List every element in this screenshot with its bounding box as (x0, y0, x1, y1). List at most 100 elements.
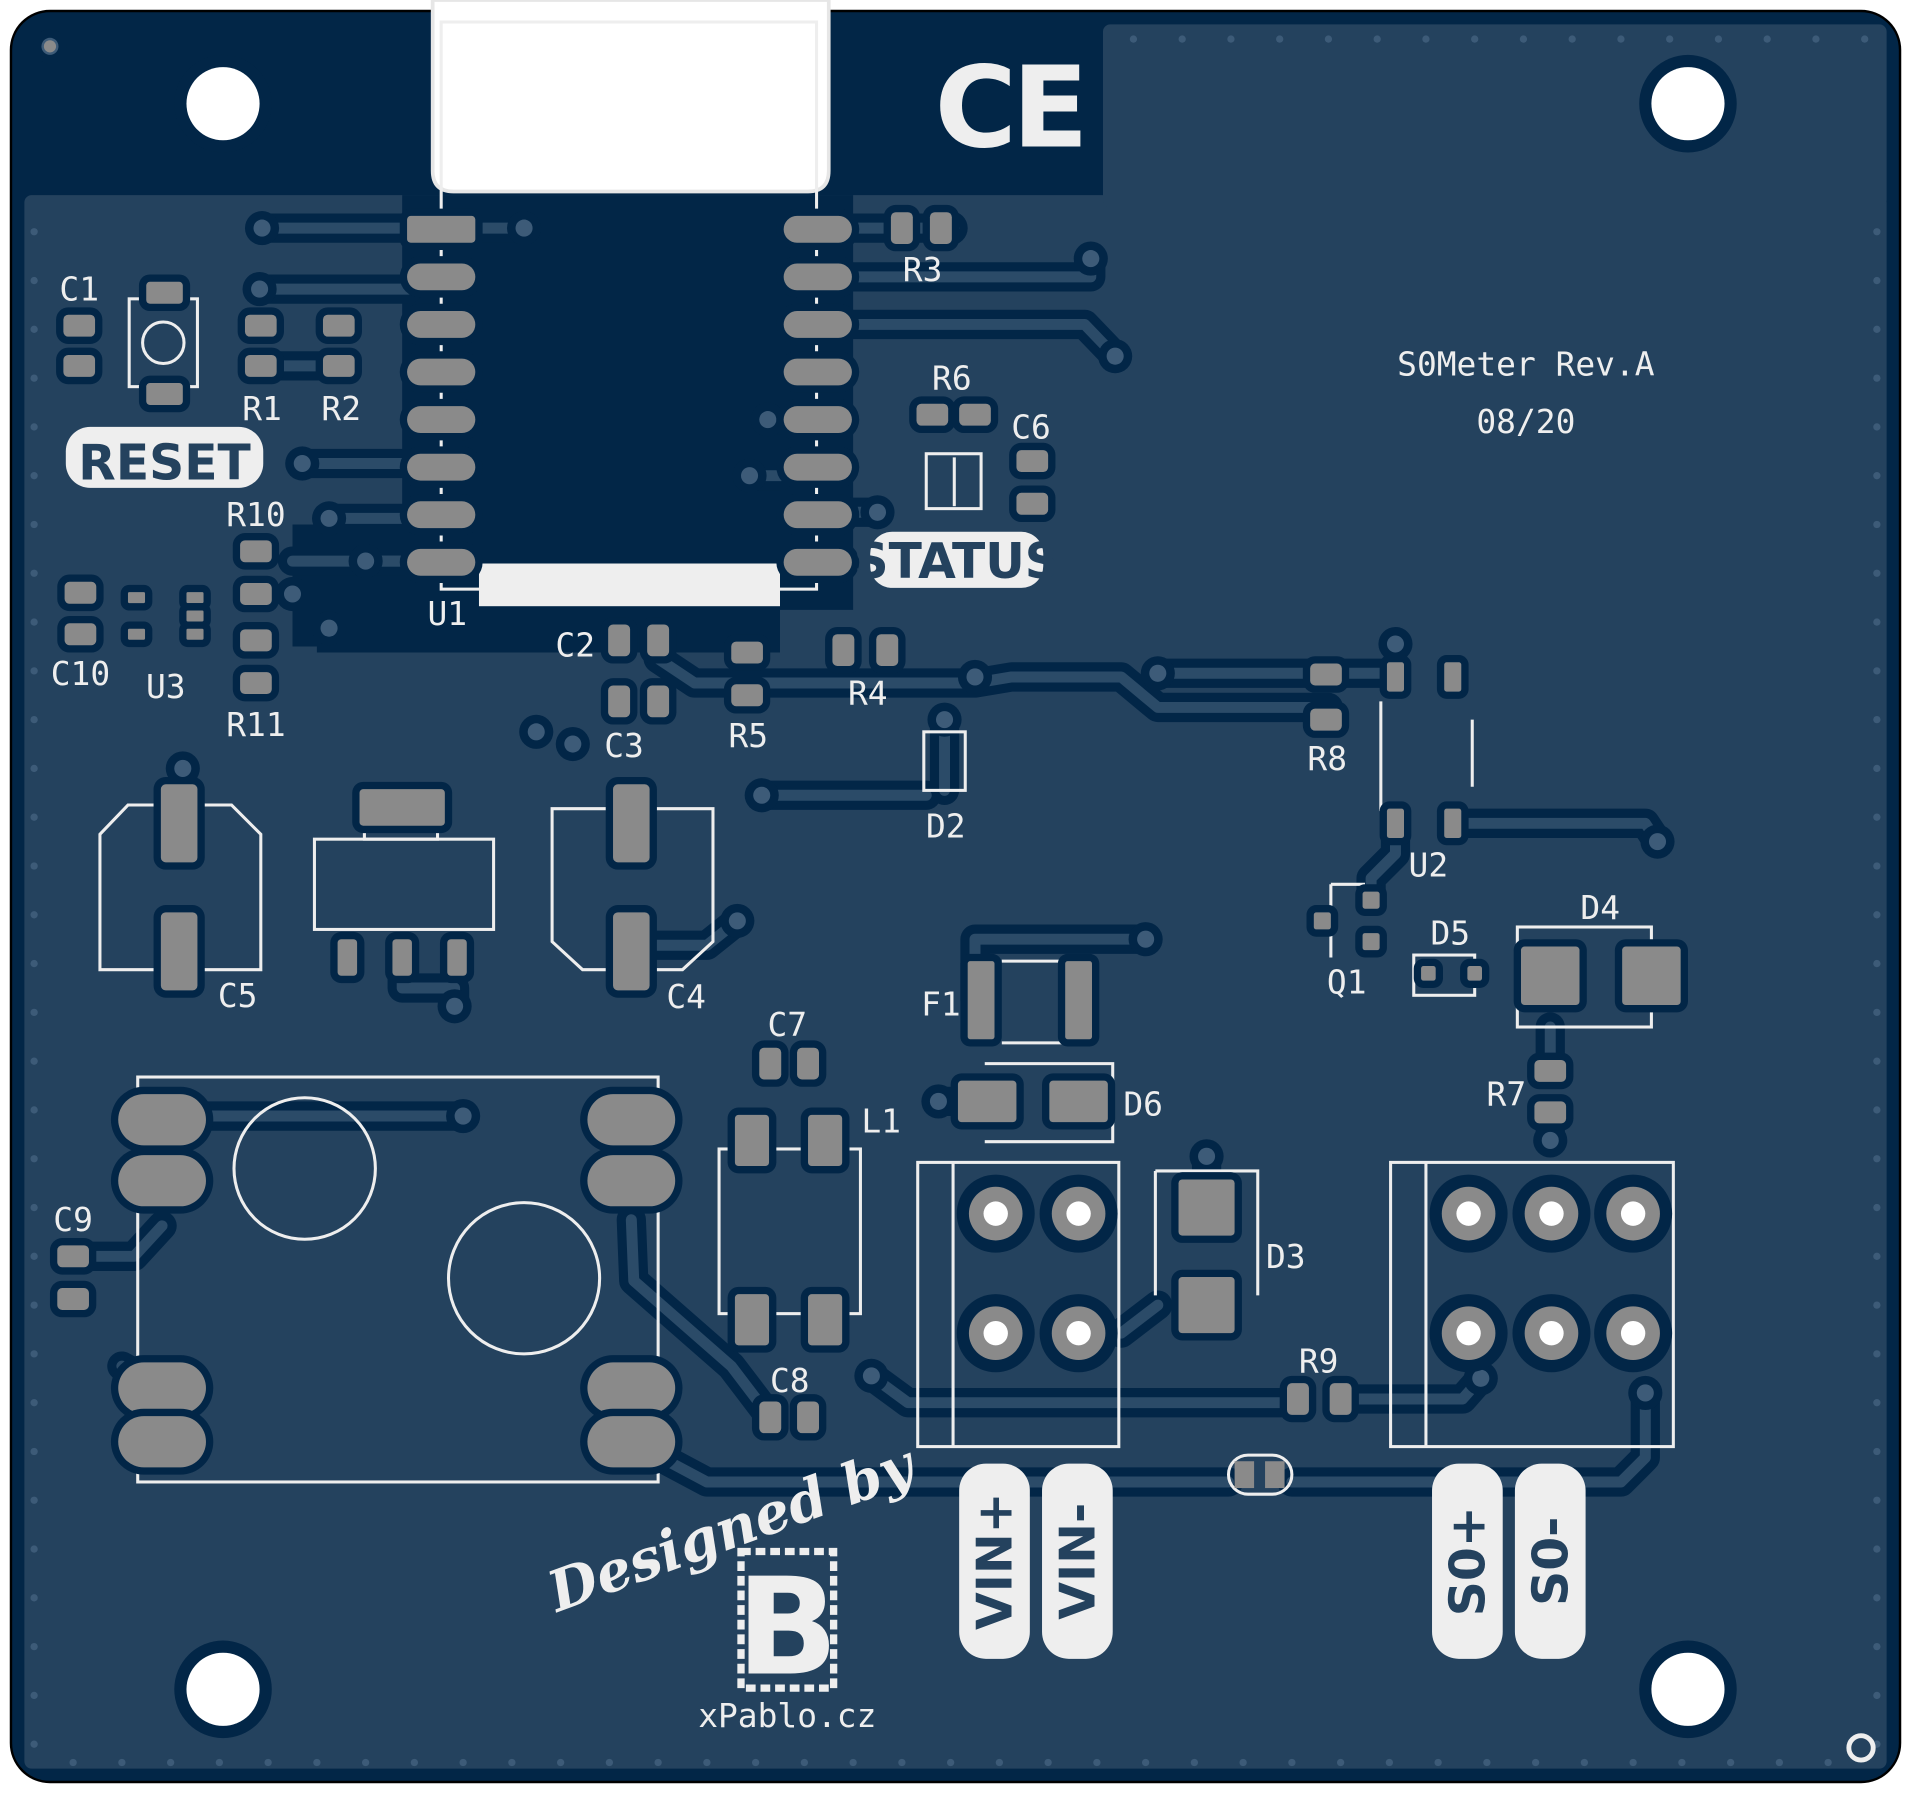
stitch-via (30, 1106, 38, 1114)
smd-pad (734, 1294, 770, 1346)
stitch-via (1812, 35, 1820, 43)
smd-pad (240, 540, 272, 563)
stitch-via (703, 1758, 711, 1767)
smd-pad (783, 548, 852, 576)
stitch-via (30, 1545, 38, 1553)
smd-pad (1362, 933, 1380, 951)
pin-hole (1539, 1320, 1564, 1346)
smd-pad (797, 1401, 819, 1434)
smd-pad (1178, 1179, 1235, 1236)
stitch-via (1141, 1758, 1150, 1767)
smd-pad (1016, 492, 1049, 515)
stitch-via (1873, 959, 1881, 968)
pin-hole (1539, 1201, 1564, 1226)
stitch-via (30, 862, 38, 870)
stitch-via (1276, 35, 1284, 43)
smd-pad (1362, 891, 1380, 909)
ref-r8: R8 (1307, 739, 1347, 778)
stitch-via (1629, 1758, 1637, 1767)
smd-pad (731, 684, 763, 707)
smd-pad (322, 354, 355, 377)
stitch-via (898, 1758, 906, 1767)
stitch-via (1873, 520, 1881, 529)
fiducial (1846, 1733, 1876, 1763)
stitch-via (1324, 35, 1333, 43)
stitch-via (30, 1740, 38, 1748)
stitch-via (508, 1758, 516, 1767)
stitch-via (1775, 1758, 1784, 1767)
ref-d6: D6 (1123, 1084, 1163, 1123)
stitch-via (30, 715, 38, 724)
ref-c4: C4 (666, 977, 706, 1016)
stitch-via (30, 618, 38, 626)
stitch-via (995, 1758, 1004, 1767)
pin-hole (1620, 1320, 1646, 1346)
smd-pad (118, 1094, 206, 1146)
vias (30, 29, 1881, 1767)
stitch-via (166, 1758, 175, 1767)
smd-pad (160, 912, 198, 991)
via (283, 585, 302, 603)
ref-c5: C5 (218, 976, 258, 1015)
stitch-via (1873, 1155, 1881, 1163)
smd-pad (587, 1362, 676, 1414)
smd-pad (929, 212, 952, 244)
stitch-via (751, 1758, 760, 1767)
smd-pad (186, 628, 204, 640)
smd-pad (57, 1245, 89, 1268)
stitch-via (1288, 1758, 1296, 1767)
via (936, 711, 954, 729)
stitch-via (1227, 35, 1235, 43)
stitch-via (605, 1758, 614, 1767)
pin-hole (1066, 1320, 1091, 1346)
smd-pad (783, 406, 852, 434)
via (1386, 635, 1404, 653)
smd-pad (1329, 1383, 1352, 1415)
stitch-via (1873, 813, 1881, 821)
trace (625, 1214, 776, 1423)
stitch-via (1531, 1758, 1540, 1767)
smd-pad (64, 623, 97, 646)
via (253, 219, 271, 237)
stitch-via (1873, 1057, 1881, 1065)
trace (1115, 1299, 1164, 1339)
via (1636, 1384, 1654, 1402)
pin-hole (1456, 1320, 1481, 1346)
ref-q1: Q1 (1327, 962, 1367, 1001)
via (454, 1107, 472, 1125)
via (1198, 1147, 1216, 1165)
smd-pad (1065, 961, 1092, 1040)
via (862, 1367, 880, 1385)
stitch-via (1873, 618, 1881, 626)
via (728, 912, 746, 930)
stitch-via (1873, 667, 1881, 675)
via (320, 619, 338, 637)
stitch-via (1190, 1758, 1199, 1767)
stitch-via (1873, 472, 1881, 480)
smd-pad (1444, 808, 1462, 838)
stitch-via (1434, 1758, 1442, 1767)
ref-c7: C7 (768, 1005, 808, 1044)
stitch-via (1239, 1758, 1247, 1767)
smd-pad (783, 453, 852, 481)
ref-u1: U1 (427, 594, 467, 633)
stitch-via (30, 520, 38, 529)
stitch-via (1873, 374, 1881, 382)
smd-pad (407, 263, 476, 291)
stitch-via (1666, 35, 1674, 43)
pads (49, 204, 1688, 1475)
stitch-via (30, 764, 38, 773)
stitch-via (1580, 1758, 1589, 1767)
stitch-via (30, 1155, 38, 1163)
smd-pad (832, 634, 855, 666)
stitch-via (1824, 1758, 1832, 1767)
smd-pad (613, 784, 650, 863)
stitch-via (1873, 1447, 1881, 1456)
ref-u2: U2 (1409, 845, 1449, 884)
smd-pad (392, 939, 412, 976)
stitch-via (1873, 569, 1881, 577)
stitch-via (1873, 862, 1881, 870)
stitch-via (313, 1758, 321, 1767)
